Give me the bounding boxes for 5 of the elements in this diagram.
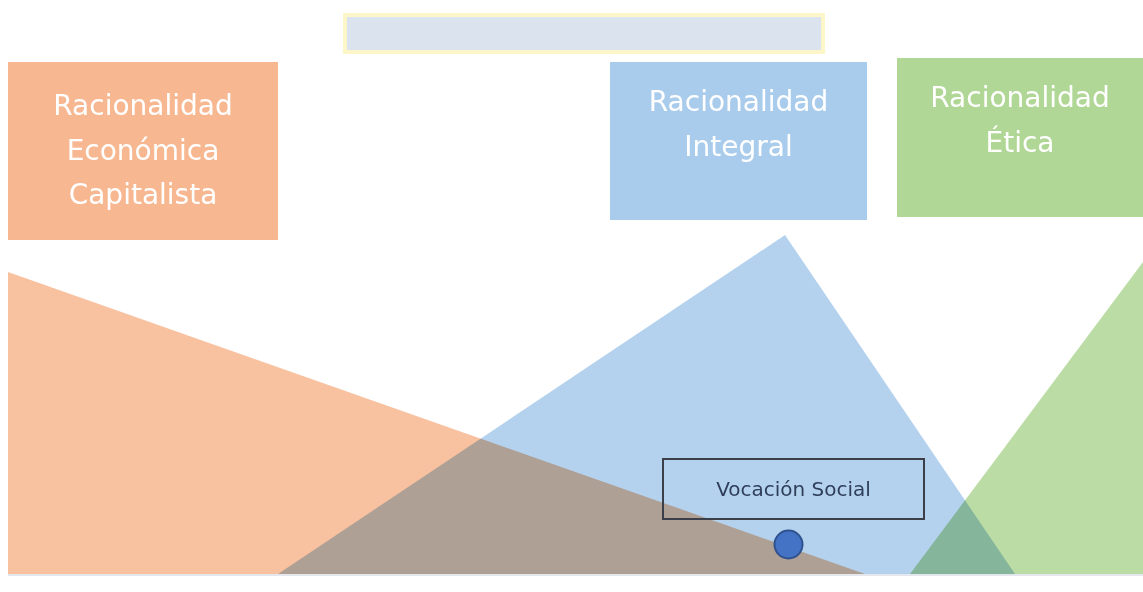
- dot: [773, 529, 804, 560]
- title-box: Racionalidad Integral: [610, 62, 867, 220]
- title-box: Racionalidad Económica Capitalista: [8, 62, 278, 240]
- label-box: Vocación Social: [662, 458, 925, 520]
- title-box: Racionalidad Ética: [897, 58, 1143, 217]
